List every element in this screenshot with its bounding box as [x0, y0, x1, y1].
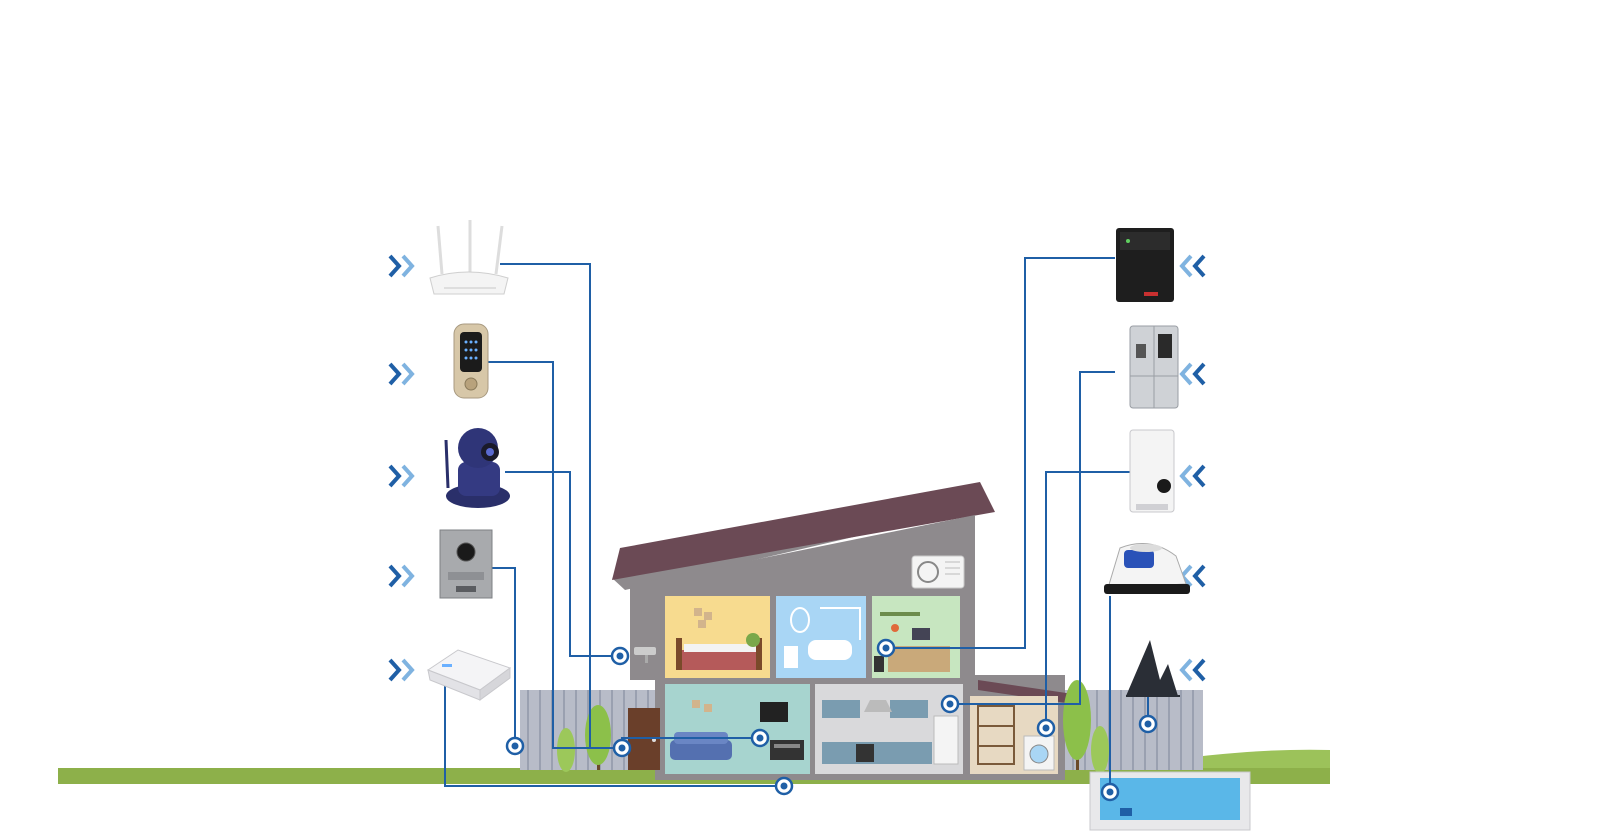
- home-gateway-icon[interactable]: [426, 649, 512, 701]
- bedroom-icon: [665, 596, 770, 678]
- node-pool[interactable]: [1100, 782, 1120, 802]
- chevron-right-icon: [388, 564, 415, 588]
- pool-robot-icon[interactable]: [1104, 543, 1190, 595]
- node-living-room[interactable]: [750, 728, 770, 748]
- chevron-right-icon: [388, 362, 415, 386]
- left-chevrons: [388, 254, 415, 682]
- connection-nodes: [505, 638, 1158, 802]
- node-door-lock[interactable]: [612, 738, 632, 758]
- swimming-pool: [1089, 771, 1251, 831]
- tree-right: [1063, 680, 1109, 774]
- chevron-left-icon: [1179, 464, 1206, 488]
- chevron-left-icon: [1179, 362, 1206, 386]
- chevron-right-icon: [388, 658, 415, 682]
- right-chevrons: [1179, 254, 1206, 682]
- house: [612, 482, 1080, 780]
- office-icon: [872, 596, 960, 678]
- node-video-door-phone[interactable]: [505, 736, 525, 756]
- outdoor-camera-icon: [634, 647, 656, 663]
- ups-icon[interactable]: [1116, 228, 1174, 302]
- node-gateway[interactable]: [774, 776, 794, 796]
- chevron-right-icon: [388, 464, 415, 488]
- bathroom-icon: [776, 596, 866, 678]
- sensor-graph-icon[interactable]: [1126, 640, 1180, 697]
- connection-lines: [444, 257, 1149, 792]
- left-devices: [426, 220, 512, 701]
- video-door-phone-icon[interactable]: [439, 529, 493, 599]
- right-devices: [1104, 228, 1190, 697]
- chevron-left-icon: [1179, 254, 1206, 278]
- air-conditioner-icon: [911, 555, 965, 589]
- living-room-icon: [665, 684, 810, 774]
- chevron-left-icon: [1179, 658, 1206, 682]
- boiler-icon[interactable]: [1129, 429, 1175, 513]
- kitchen-icon: [815, 684, 963, 774]
- wifi-router-icon[interactable]: [429, 220, 509, 295]
- node-ip-camera[interactable]: [610, 646, 630, 666]
- node-refrigerator[interactable]: [940, 694, 960, 714]
- chevron-right-icon: [388, 254, 415, 278]
- node-boiler[interactable]: [1036, 718, 1056, 738]
- smart-door-lock-icon[interactable]: [453, 323, 489, 399]
- ip-camera-icon[interactable]: [444, 428, 510, 508]
- node-sensor[interactable]: [1138, 714, 1158, 734]
- node-ups[interactable]: [876, 638, 896, 658]
- smart-refrigerator-icon[interactable]: [1129, 325, 1179, 409]
